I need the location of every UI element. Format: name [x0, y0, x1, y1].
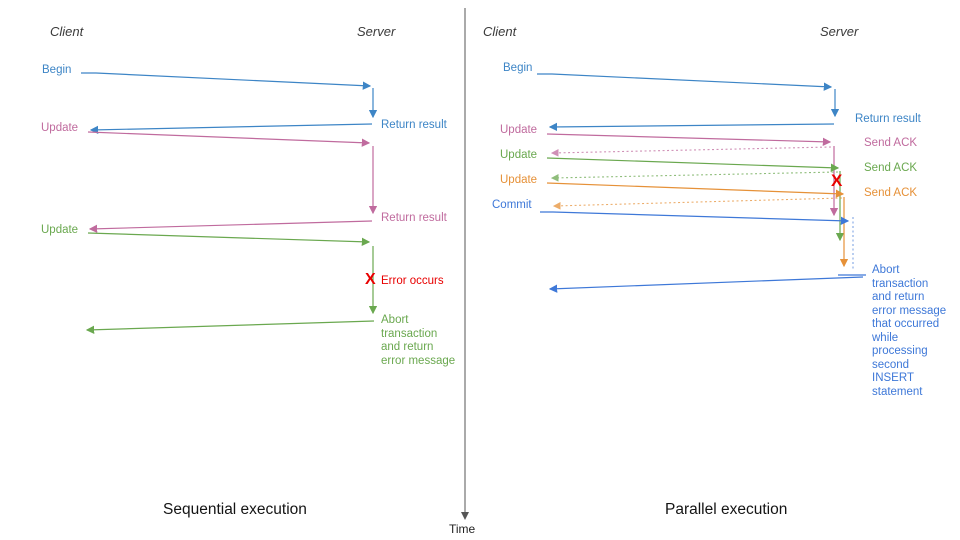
left-update-2-arrow: [87, 232, 371, 246]
right-send-ack-3-arrow: [552, 197, 843, 210]
left-error-label: Error occurs: [381, 275, 444, 287]
right-begin-arrow: [537, 73, 833, 91]
left-begin-label: Begin: [42, 64, 72, 76]
time-axis-label: Time: [449, 522, 476, 536]
left-server-header: Server: [357, 24, 396, 39]
left-return-result-1-arrow: [89, 123, 373, 135]
right-send-ack-2-label: Send ACK: [864, 162, 918, 174]
left-error-x-icon: X: [365, 271, 376, 288]
right-caption: Parallel execution: [665, 501, 788, 518]
right-update-1-label: Update: [500, 124, 538, 136]
right-client-header: Client: [483, 24, 517, 39]
left-client-header: Client: [50, 24, 84, 39]
right-server-header: Server: [820, 24, 859, 39]
left-caption: Sequential execution: [163, 501, 307, 518]
right-update-1-arrow: [546, 133, 832, 146]
right-send-ack-3-label: Send ACK: [864, 187, 918, 199]
right-abort-message: Abort transaction and return error messa…: [872, 264, 947, 398]
left-update-2-label: Update: [41, 224, 79, 236]
right-update-3-arrow: [546, 182, 845, 198]
right-update-2-label: Update: [500, 149, 538, 161]
right-update-2-arrow: [546, 157, 840, 172]
right-error-x-icon: X: [831, 171, 843, 190]
right-update-3-label: Update: [500, 174, 538, 186]
left-abort-arrow: [85, 320, 375, 334]
left-update-1-arrow: [87, 131, 371, 147]
right-send-ack-1-label: Send ACK: [864, 137, 918, 149]
left-abort-message: Abort transaction and return error messa…: [381, 314, 456, 367]
right-commit-label: Commit: [492, 199, 532, 211]
right-send-ack-1-arrow: [550, 146, 832, 157]
right-return-result-label: Return result: [855, 113, 921, 125]
right-return-result-arrow: [548, 122, 835, 132]
left-begin-arrow: [81, 72, 372, 90]
right-commit-arrow: [540, 211, 850, 225]
right-send-ack-2-arrow: [550, 171, 839, 182]
left-return-result-2-label: Return result: [381, 212, 447, 224]
left-return-result-2-arrow: [88, 220, 373, 233]
left-update-1-label: Update: [41, 122, 79, 134]
right-begin-label: Begin: [503, 62, 533, 74]
left-return-result-1-label: Return result: [381, 119, 447, 131]
right-abort-arrow: [548, 276, 864, 293]
